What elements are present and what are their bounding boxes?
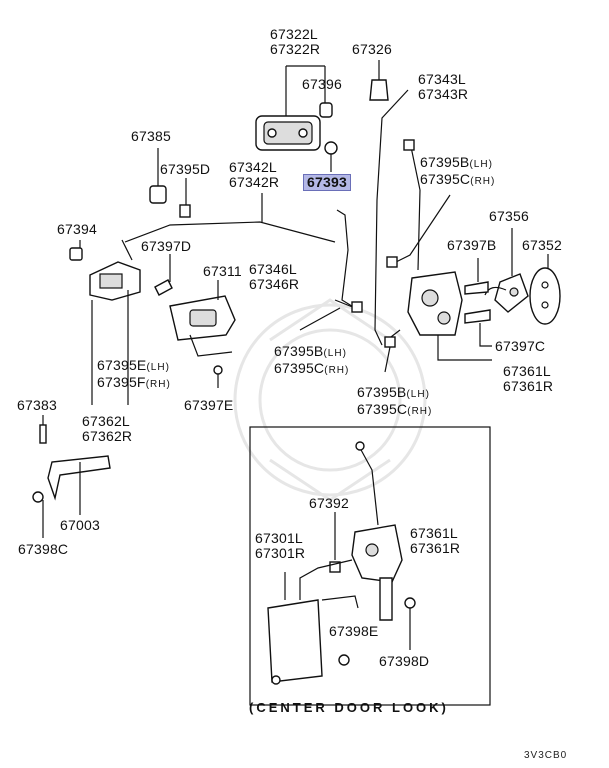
label-67397c: 67397C xyxy=(495,338,546,354)
screw-67397d xyxy=(154,254,173,296)
label-67398c: 67398C xyxy=(18,541,69,557)
label-67395bc-mid: 67395B(LH) 67395C(RH) xyxy=(274,343,350,377)
rod-67346 xyxy=(336,209,356,309)
label-67394: 67394 xyxy=(57,221,97,237)
inside-handle-67311 xyxy=(169,280,236,357)
shim-plate-67352 xyxy=(529,254,561,325)
label-67395d: 67395D xyxy=(160,161,211,177)
center-door-inset-frame xyxy=(249,426,491,706)
label-67352: 67352 xyxy=(522,237,562,253)
label-67003: 67003 xyxy=(60,517,100,533)
clip-67395d xyxy=(179,178,191,218)
bushing-67385 xyxy=(149,148,167,204)
clip-67395b-low-link xyxy=(351,301,363,313)
outside-handle xyxy=(255,65,326,151)
door-lock-assembly xyxy=(384,139,492,373)
label-67385: 67385 xyxy=(131,128,171,144)
inside-handle-bracket xyxy=(89,239,141,405)
watermark xyxy=(233,298,427,502)
screw-67397c xyxy=(464,309,492,347)
label-67392: 67392 xyxy=(309,495,349,511)
clip-67396 xyxy=(319,102,333,118)
striker-67356 xyxy=(484,228,529,313)
screw-67397e xyxy=(213,365,223,388)
center-door-lock-parts xyxy=(267,441,416,685)
label-67393-highlighted: 67393 xyxy=(303,174,351,191)
label-67396: 67396 xyxy=(302,76,342,92)
label-67395ef: 67395E(LH) 67395F(RH) xyxy=(97,357,171,391)
label-67398e: 67398E xyxy=(329,623,379,639)
clip-67394 xyxy=(69,240,83,261)
nut-67393 xyxy=(324,141,338,172)
screw-67397b xyxy=(464,258,489,295)
inset-caption: (CENTER DOOR LOOK) xyxy=(249,700,449,715)
door-check-67003 xyxy=(47,455,111,515)
label-67326: 67326 xyxy=(352,41,392,57)
label-67383: 67383 xyxy=(17,397,57,413)
label-67395bc-low: 67395B(LH) 67395C(RH) xyxy=(357,384,433,418)
label-67397d: 67397D xyxy=(141,238,192,254)
label-67398d: 67398D xyxy=(379,653,430,669)
label-67356: 67356 xyxy=(489,208,529,224)
label-67397b: 67397B xyxy=(447,237,497,253)
rod-67342 xyxy=(124,221,336,243)
label-67395bc-top: 67395B(LH) 67395C(RH) xyxy=(420,154,496,188)
diagram-code: 3V3CB0 xyxy=(524,750,568,761)
pin-67383 xyxy=(39,415,47,444)
clip-67395b-top xyxy=(403,139,415,151)
rod-67343 xyxy=(374,89,409,346)
label-67397e: 67397E xyxy=(184,397,234,413)
cap-67326 xyxy=(369,60,389,101)
label-67311: 67311 xyxy=(203,263,242,279)
bolt-67398c xyxy=(32,491,44,538)
